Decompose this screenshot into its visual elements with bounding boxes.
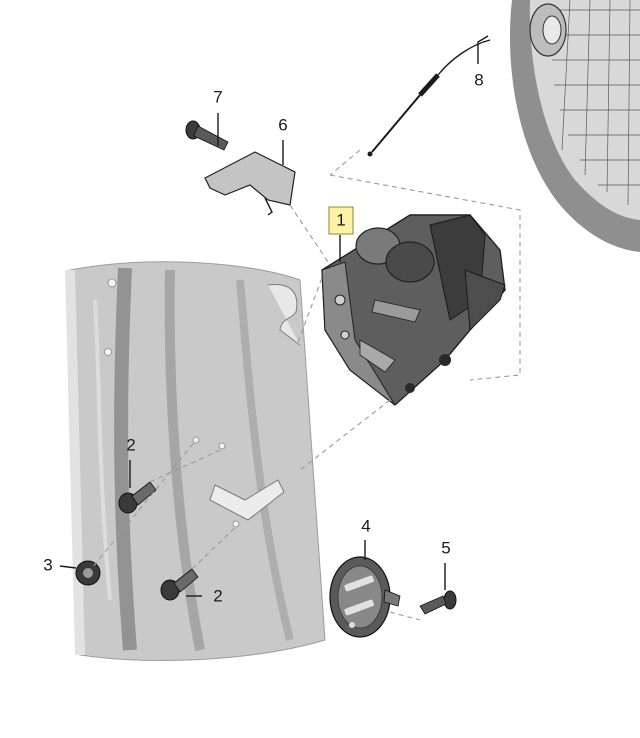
callout-7: 7 bbox=[213, 87, 222, 106]
callout-2-lower: 2 bbox=[213, 586, 222, 605]
release-cable bbox=[367, 39, 491, 157]
callout-5: 5 bbox=[441, 538, 450, 557]
bolt-7 bbox=[185, 120, 229, 151]
callout-label-4: 4 bbox=[361, 516, 370, 535]
screw-2-lower bbox=[160, 568, 199, 601]
callout-label-2-lower: 2 bbox=[213, 586, 222, 605]
outer-handle-housing bbox=[509, 0, 640, 252]
callout-label-5: 5 bbox=[441, 538, 450, 557]
callout-3: 3 bbox=[43, 555, 52, 574]
callout-1: 1 bbox=[328, 206, 354, 235]
callout-6: 6 bbox=[278, 115, 287, 134]
assembly-lines bbox=[87, 149, 521, 621]
callout-label-8: 8 bbox=[474, 70, 483, 89]
door-lock-actuator bbox=[321, 214, 506, 406]
mesh-grid bbox=[552, 0, 640, 206]
striker-plate-4 bbox=[329, 556, 401, 638]
bolt-5 bbox=[419, 590, 457, 615]
bracket-6 bbox=[204, 151, 296, 216]
callout-label-7: 7 bbox=[213, 87, 222, 106]
callout-label-1: 1 bbox=[336, 210, 345, 229]
leader-lines bbox=[59, 35, 489, 597]
callout-8: 8 bbox=[474, 70, 483, 89]
screw-2-upper bbox=[118, 481, 157, 514]
door-inner-panel bbox=[65, 261, 326, 661]
callout-label-3: 3 bbox=[43, 555, 52, 574]
callout-label-2-upper: 2 bbox=[126, 435, 135, 454]
callout-4: 4 bbox=[361, 516, 370, 535]
callout-label-6: 6 bbox=[278, 115, 287, 134]
callout-2-upper: 2 bbox=[126, 435, 135, 454]
